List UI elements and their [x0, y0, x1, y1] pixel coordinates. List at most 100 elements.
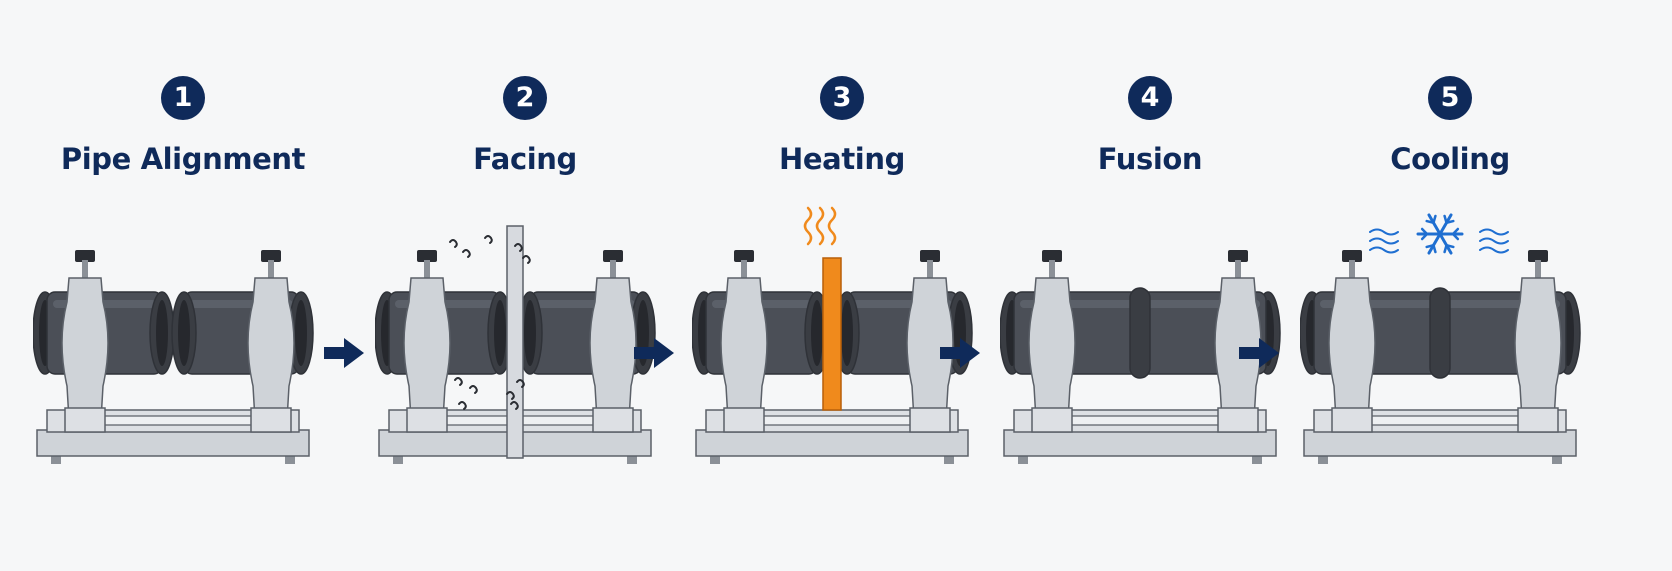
right-arrow-icon	[1239, 338, 1279, 368]
clamp-block	[406, 407, 448, 433]
step-number-badge: 5	[1428, 76, 1472, 120]
machine-group	[375, 225, 656, 464]
clamp-knob	[417, 250, 437, 262]
step-title: Heating	[779, 142, 905, 176]
clamp-knob	[1342, 250, 1362, 262]
step-number-badge: 3	[820, 76, 864, 120]
clamp-frame	[1028, 277, 1076, 421]
machine-group	[1000, 250, 1281, 464]
pipe-clamp	[720, 250, 768, 433]
clamp-block	[592, 407, 634, 433]
pipe-clamp	[1328, 250, 1376, 433]
pipe-bore	[524, 300, 536, 366]
base-plate	[36, 429, 310, 457]
base-foot	[1252, 454, 1262, 464]
machine-base	[695, 409, 969, 464]
clamp-block	[1217, 407, 1259, 433]
shaving-chip	[506, 391, 515, 400]
clamp-screw	[610, 260, 616, 278]
clamp-block	[64, 407, 106, 433]
clamp-frame	[589, 277, 637, 421]
clamp-screw	[1049, 260, 1055, 278]
step-title: Cooling	[1390, 142, 1510, 176]
shaving-chip	[454, 377, 463, 386]
clamp-knob	[261, 250, 281, 262]
wind-lines-icon	[1369, 228, 1399, 254]
right-arrow-icon	[940, 338, 980, 368]
clamp-screw	[82, 260, 88, 278]
shaving-chip	[522, 255, 531, 264]
snowflake-branch	[1451, 227, 1460, 236]
step-number-badge: 4	[1128, 76, 1172, 120]
step-heating: 3 Heating	[692, 0, 992, 571]
clamp-screw	[1235, 260, 1241, 278]
pipe-clamp	[1214, 250, 1262, 433]
pipe-bore	[295, 300, 307, 366]
machine-base	[36, 409, 310, 464]
clamp-knob	[734, 250, 754, 262]
snowflake-arm	[1427, 232, 1442, 255]
pipe-bore	[841, 300, 853, 366]
clamp-block	[1331, 407, 1373, 433]
pipe-clamp	[247, 250, 295, 433]
heater-plate	[822, 257, 842, 411]
base-foot	[285, 454, 295, 464]
clamp-screw	[1349, 260, 1355, 278]
shaving-chip	[514, 243, 523, 252]
pipe-clamp	[403, 250, 451, 433]
wind-line	[1369, 228, 1399, 236]
fusion-machine-illustration	[33, 250, 314, 464]
pipe-clamp	[1514, 250, 1562, 433]
clamp-screw	[268, 260, 274, 278]
fusion-bead	[1129, 287, 1151, 379]
wind-line	[1479, 246, 1509, 254]
machine-group	[1300, 213, 1581, 464]
pipe-clamp	[589, 250, 637, 433]
shaving-chip	[516, 379, 525, 388]
pipe-clamp	[61, 250, 109, 433]
machine-group	[692, 206, 973, 464]
fusion-machine-illustration	[375, 225, 656, 464]
step-title: Pipe Alignment	[60, 142, 306, 176]
snowflake-arm	[1438, 232, 1453, 255]
facing-tool-plate	[506, 225, 524, 459]
pipe-bore	[156, 300, 168, 366]
base-plate	[1003, 429, 1277, 457]
snowflake-branch	[1425, 219, 1435, 224]
wind-lines-icon	[1479, 228, 1509, 254]
clamp-block	[1517, 407, 1559, 433]
base-foot	[51, 454, 61, 464]
step-number-badge: 1	[161, 76, 205, 120]
clamp-block	[909, 407, 951, 433]
pipe-clamp	[1028, 250, 1076, 433]
snowflake-branch	[1420, 232, 1429, 241]
clamp-screw	[424, 260, 430, 278]
step-fusion: 4 Fusion	[1000, 0, 1300, 571]
clamp-frame	[1328, 277, 1376, 421]
step-title: Fusion	[1097, 142, 1203, 176]
wind-line	[1369, 237, 1399, 245]
fusion-bead	[1429, 287, 1451, 379]
clamp-frame	[61, 277, 109, 421]
clamp-screw	[1535, 260, 1541, 278]
heat-waves-icon	[803, 206, 837, 246]
pipe-bore	[178, 300, 190, 366]
shaving-chip	[458, 401, 467, 410]
base-foot	[627, 454, 637, 464]
shaving-chip	[449, 239, 458, 248]
clamp-knob	[920, 250, 940, 262]
right-arrow-icon	[634, 338, 674, 368]
fusion-machine-illustration	[1000, 250, 1281, 464]
step-number-badge: 2	[503, 76, 547, 120]
shaving-chip	[462, 249, 471, 258]
base-foot	[710, 454, 720, 464]
snowflake-arm	[1438, 213, 1453, 236]
wind-line	[1479, 228, 1509, 236]
pipe-clamp	[906, 250, 954, 433]
machine-base	[1003, 409, 1277, 464]
clamp-frame	[403, 277, 451, 421]
pipe-bore	[811, 300, 823, 366]
clamp-knob	[75, 250, 95, 262]
fusion-machine-illustration	[692, 206, 973, 464]
clamp-block	[723, 407, 765, 433]
